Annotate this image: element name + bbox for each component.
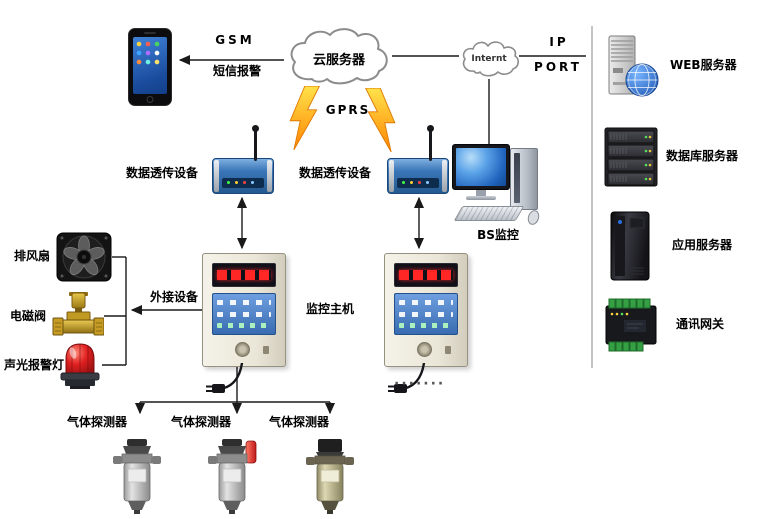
antenna-icon bbox=[252, 125, 259, 161]
monitor-stand bbox=[476, 190, 486, 196]
comm-gateway-icon bbox=[605, 298, 657, 352]
dtu-front-panel bbox=[397, 178, 439, 188]
panel-keyhole-icon bbox=[445, 346, 451, 354]
keyboard-icon bbox=[453, 206, 525, 221]
lightning-bolt-left-icon bbox=[289, 86, 320, 150]
web-server-label: WEB服务器 bbox=[670, 58, 737, 72]
indicator-row bbox=[217, 311, 271, 317]
pc-screen bbox=[456, 148, 506, 186]
pc-monitor-icon bbox=[452, 144, 510, 190]
application-server-label: 应用服务器 bbox=[672, 238, 733, 252]
indicator-panel bbox=[212, 293, 276, 335]
panel-keyhole-icon bbox=[263, 346, 269, 354]
external-devices-label: 外接设备 bbox=[150, 290, 199, 304]
indicator-row bbox=[399, 300, 453, 305]
gas-detector-label-3: 气体探测器 bbox=[268, 415, 329, 429]
gas-detector-icon-1 bbox=[113, 439, 161, 514]
panel-buzzer-icon bbox=[235, 342, 250, 357]
panel-buzzer-icon bbox=[417, 342, 432, 357]
sound-light-alarm-label: 声光报警灯 bbox=[4, 358, 65, 372]
gas-detector-icon-3 bbox=[306, 439, 354, 514]
port-label: PORT bbox=[534, 60, 582, 74]
exhaust-fan-label: 排风扇 bbox=[14, 249, 51, 263]
solenoid-valve-icon bbox=[52, 292, 104, 336]
gprs-label: GPRS bbox=[325, 103, 371, 117]
application-server-icon bbox=[610, 211, 650, 281]
gas-detector-label-1: 气体探测器 bbox=[66, 415, 127, 429]
indicator-row bbox=[217, 323, 271, 328]
cloud-icon bbox=[290, 28, 388, 85]
more-devices-ellipsis: ······· bbox=[394, 376, 446, 392]
indicator-row bbox=[217, 300, 271, 305]
database-server-icon bbox=[604, 127, 658, 187]
mouse-icon bbox=[525, 208, 542, 227]
indicator-row bbox=[399, 311, 453, 317]
exhaust-fan-icon bbox=[56, 232, 112, 282]
ip-label: IP bbox=[549, 35, 569, 49]
phone-home-button-icon bbox=[146, 96, 154, 103]
led-display bbox=[394, 263, 458, 287]
gas-detector-label-2: 气体探测器 bbox=[170, 415, 231, 429]
monitor-base bbox=[466, 196, 496, 200]
indicator-row bbox=[399, 323, 453, 328]
internet-label: Internt bbox=[471, 54, 507, 64]
phone-screen bbox=[133, 37, 167, 94]
lightning-bolt-right-icon bbox=[364, 88, 396, 152]
internet-cloud-node: Internt bbox=[457, 39, 521, 81]
sound-light-alarm-icon bbox=[60, 343, 100, 389]
indicator-panel bbox=[394, 293, 458, 335]
pc-tower-icon bbox=[510, 148, 538, 210]
dtu-device-left-icon bbox=[212, 125, 274, 194]
smartphone-icon bbox=[128, 28, 172, 106]
gas-detector-icon-2 bbox=[208, 439, 257, 514]
cloud-server-node: 云服务器 bbox=[283, 25, 395, 89]
web-server-icon bbox=[608, 35, 659, 97]
monitor-host-panel-right-icon bbox=[384, 253, 468, 367]
cloud-server-label: 云服务器 bbox=[312, 53, 365, 68]
sms-alarm-label: 短信报警 bbox=[212, 64, 261, 78]
antenna-icon bbox=[427, 125, 434, 161]
internet-cloud-icon bbox=[462, 41, 519, 77]
power-cord-icon bbox=[388, 363, 426, 393]
dtu-left-label: 数据透传设备 bbox=[125, 166, 198, 180]
dtu-front-panel bbox=[222, 178, 264, 188]
power-cord-icon bbox=[206, 363, 244, 393]
comm-gateway-label: 通讯网关 bbox=[676, 317, 725, 331]
led-display bbox=[212, 263, 276, 287]
monitor-host-label: 监控主机 bbox=[306, 302, 355, 316]
dtu-right-label: 数据透传设备 bbox=[298, 166, 371, 180]
monitor-host-panel-left-icon bbox=[202, 253, 286, 367]
bs-monitor-label: BS监控 bbox=[477, 228, 519, 242]
gsm-label: GSM bbox=[215, 33, 255, 47]
dtu-device-right-icon bbox=[387, 125, 449, 194]
bs-computer-icon bbox=[452, 144, 542, 230]
database-server-label: 数据库服务器 bbox=[666, 149, 739, 163]
solenoid-valve-label: 电磁阀 bbox=[10, 309, 47, 323]
